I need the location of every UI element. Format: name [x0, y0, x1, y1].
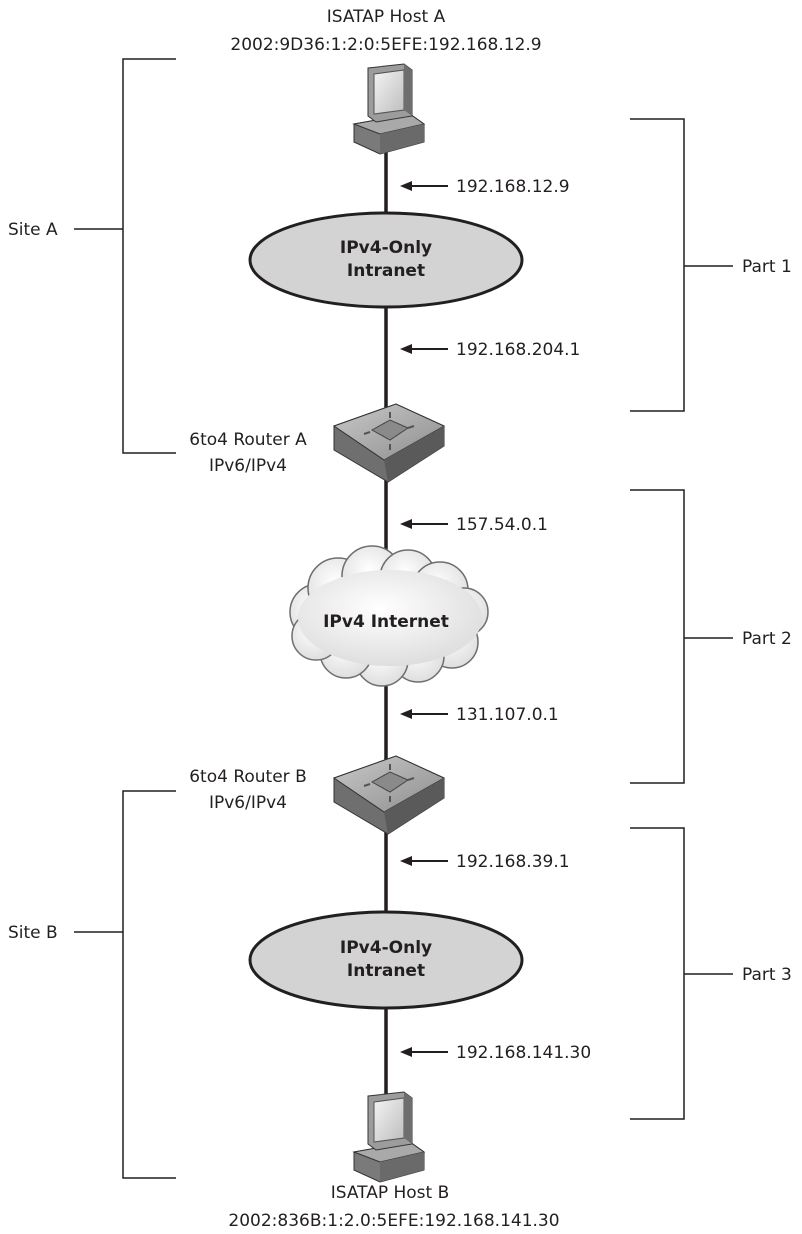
- address-label-6: 192.168.141.30: [456, 1043, 591, 1063]
- address-label-1: 192.168.12.9: [456, 177, 570, 197]
- host-a-name: ISATAP Host A: [327, 7, 446, 27]
- address-arrow-3: [400, 519, 448, 529]
- part-3-label: Part 3: [742, 965, 792, 985]
- intranet-a-network: [248, 211, 524, 309]
- host-a-address: 2002:9D36:1:2:0:5EFE:192.168.12.9: [230, 35, 541, 55]
- router-b-name: 6to4 Router B: [189, 767, 307, 787]
- address-arrow-2: [400, 344, 448, 354]
- site-b-bracket: [74, 790, 176, 1179]
- intranet-b-label-line1: IPv4-Only: [340, 938, 432, 958]
- intranet-b-network: [248, 910, 524, 1010]
- host-b-name: ISATAP Host B: [331, 1183, 450, 1203]
- router-a-name: 6to4 Router A: [189, 430, 307, 450]
- router-b-protocol: IPv6/IPv4: [209, 793, 287, 813]
- site-a-label: Site A: [8, 220, 58, 240]
- address-arrow-6: [400, 1047, 448, 1057]
- address-label-3: 157.54.0.1: [456, 515, 548, 535]
- intranet-b-label-line2: Intranet: [347, 961, 425, 981]
- router-a-protocol: IPv6/IPv4: [209, 456, 287, 476]
- part-2-label: Part 2: [742, 629, 792, 649]
- part-1-bracket: [630, 118, 733, 412]
- address-label-4: 131.107.0.1: [456, 705, 559, 725]
- intranet-a-label-line2: Intranet: [347, 261, 425, 281]
- router-a-icon: [332, 403, 446, 483]
- address-label-2: 192.168.204.1: [456, 340, 580, 360]
- host-b-address: 2002:836B:1:2.0:5EFE:192.168.141.30: [228, 1211, 559, 1231]
- host-b-computer-icon: [352, 1091, 426, 1183]
- router-b-icon: [332, 755, 446, 835]
- address-arrow-5: [400, 856, 448, 866]
- site-b-label: Site B: [8, 923, 58, 943]
- internet-cloud: [289, 545, 489, 687]
- address-arrow-4: [400, 709, 448, 719]
- part-2-bracket: [630, 489, 733, 784]
- site-a-bracket: [74, 58, 176, 454]
- part-3-bracket: [630, 827, 733, 1120]
- host-a-computer-icon: [352, 63, 426, 155]
- intranet-a-label-line1: IPv4-Only: [340, 238, 432, 258]
- part-1-label: Part 1: [742, 257, 792, 277]
- address-arrow-1: [400, 181, 448, 191]
- address-label-5: 192.168.39.1: [456, 852, 570, 872]
- internet-label: IPv4 Internet: [323, 612, 449, 632]
